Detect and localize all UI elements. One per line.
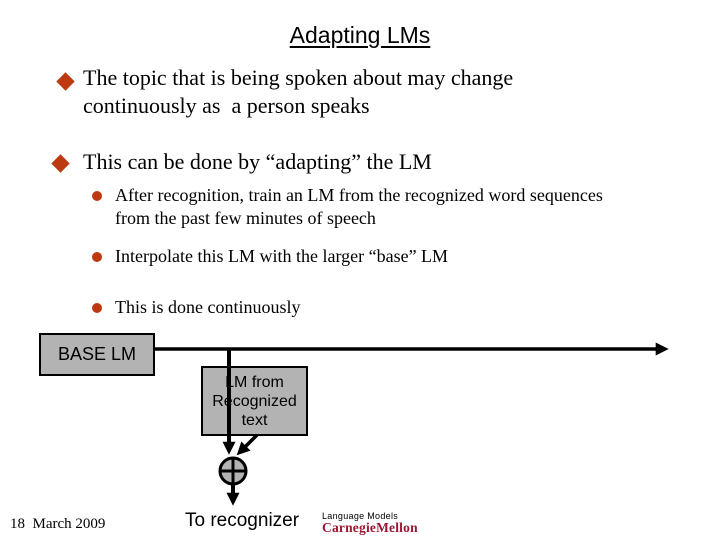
adapted-lm-label-line: Recognized — [212, 392, 297, 410]
bullet-text: The topic that is being spoken about may… — [83, 65, 514, 90]
circle-bullet-icon — [92, 303, 102, 313]
bullet-text: continuously as a person speaks — [83, 93, 370, 118]
sub-bullet-text: from the past few minutes of speech — [115, 208, 376, 228]
adapted-lm-box: LM from Recognized text — [201, 366, 308, 436]
page-title: Adapting LMs — [289, 22, 431, 48]
circle-bullet-icon — [92, 252, 102, 262]
course-label: Language Models — [322, 511, 399, 521]
sub-bullet-text: After recognition, train an LM from the … — [115, 185, 603, 205]
bullet-text: This can be done by “adapting” the LM — [83, 149, 432, 174]
sub-bullet-item: After recognition, train an LM from the … — [115, 184, 603, 230]
bullet-item: This can be done by “adapting” the LM — [83, 148, 432, 176]
interpolate-arrow — [236, 433, 259, 456]
base-lm-label: BASE LM — [57, 344, 137, 364]
footer-date: 18 March 2009 — [10, 516, 106, 532]
adapted-lm-label-line: LM from — [225, 373, 284, 391]
sub-bullet-item: Interpolate this LM with the larger “bas… — [115, 245, 448, 268]
sub-bullet-text: This is done continuously — [115, 297, 301, 317]
diamond-bullet-icon — [56, 72, 75, 91]
to-recognizer-label: To recognizer — [185, 510, 300, 531]
cmu-logo: CarnegieMellon — [322, 520, 418, 535]
sub-bullet-text: Interpolate this LM with the larger “bas… — [115, 246, 449, 266]
circle-bullet-icon — [92, 191, 102, 201]
sub-bullet-item: This is done continuously — [115, 296, 301, 319]
adapted-lm-label-line: text — [241, 411, 268, 429]
bullet-item: The topic that is being spoken about may… — [83, 64, 513, 120]
plus-combiner-icon — [218, 456, 248, 486]
base-lm-box: BASE LM — [39, 333, 155, 376]
diamond-bullet-icon — [51, 154, 70, 173]
